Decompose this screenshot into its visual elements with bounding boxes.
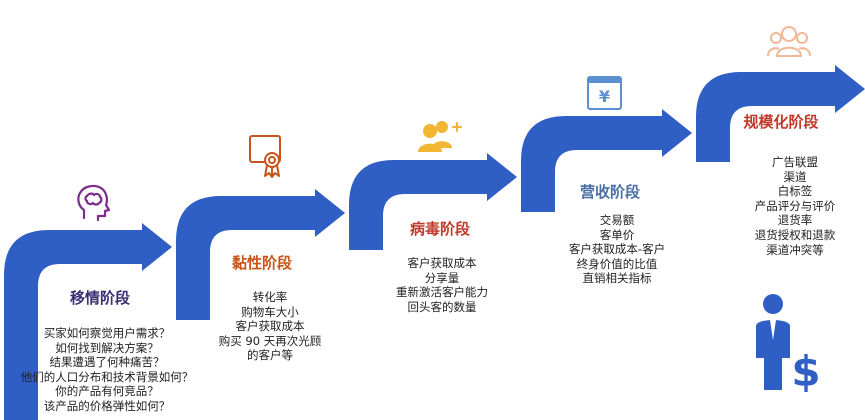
stage-item: 终身价值的比值 — [576, 256, 658, 271]
businessman-icon: $ — [756, 294, 821, 396]
stage-item: 渠道 — [783, 169, 807, 184]
stage-item: 退货率 — [777, 213, 813, 228]
stage-item: 购物车大小 — [241, 304, 299, 319]
stage-item: 购买 90 天再次光顾 — [218, 333, 322, 348]
stage-item: 客户获取成本 — [235, 319, 305, 334]
certificate-icon — [249, 135, 281, 178]
stage-item: 客户获取成本-客户 — [568, 242, 666, 257]
stage-items-2: 转化率购物车大小客户获取成本购买 90 天再次光顾的客户等 — [219, 290, 321, 363]
stage-item: 结果遭遇了何种痛苦？ — [49, 355, 165, 370]
stage-title-5: 规模化阶段 — [743, 113, 819, 131]
stage-item: 回头客的数量 — [407, 299, 477, 314]
stage-items-5: 广告联盟渠道白标签产品评分与评价退货率退货授权和退款渠道冲突等 — [755, 155, 836, 257]
stage-item: 直销相关指标 — [582, 271, 652, 286]
stage-arrow-5 — [696, 65, 865, 162]
stage-item: 客单价 — [599, 227, 635, 242]
stage-arrow-1 — [4, 223, 172, 420]
stage-item: 如何找到解决方案？ — [55, 340, 159, 355]
stage-item: 转化率 — [252, 290, 288, 304]
stage-item: 产品评分与评价 — [754, 198, 836, 213]
yuan-card-icon: ¥ — [587, 76, 622, 110]
stage-title-2: 黏性阶段 — [231, 254, 293, 272]
stage-title-4: 营收阶段 — [579, 183, 641, 201]
stage-item: 该产品的价格弹性如何？ — [43, 398, 171, 413]
stage-item: 交易额 — [599, 213, 635, 227]
stage-arrow-4 — [521, 109, 692, 212]
stage-title-3: 病毒阶段 — [409, 220, 471, 238]
stage-items-4: 交易额客单价客户获取成本-客户终身价值的比值直销相关指标 — [569, 213, 665, 286]
group-icon — [767, 26, 811, 57]
yuan-symbol: ¥ — [599, 87, 610, 106]
stage-item: 渠道冲突等 — [766, 242, 824, 257]
stage-title-1: 移情阶段 — [69, 289, 131, 307]
dollar-symbol: $ — [791, 347, 820, 396]
stage-arrow-2 — [176, 189, 345, 320]
stage-item: 重新激活客户能力 — [396, 285, 488, 300]
stage-item: 你的产品有何竞品？ — [55, 384, 159, 399]
users-add-icon — [418, 121, 462, 152]
stage-item: 白标签 — [777, 184, 813, 199]
stage-item: 广告联盟 — [772, 155, 818, 169]
stage-item: 买家如何察觉用户需求？ — [43, 326, 171, 340]
stage-item: 分享量 — [424, 270, 460, 285]
stage-item: 的客户等 — [246, 348, 293, 363]
stage-arrow-3 — [349, 153, 517, 250]
stage-items-1: 买家如何察觉用户需求？如何找到解决方案？结果遭遇了何种痛苦？他们的人口分布和技术… — [21, 326, 194, 414]
stage-items-3: 客户获取成本分享量重新激活客户能力回头客的数量 — [396, 256, 488, 314]
stage-item: 退货授权和退款 — [754, 227, 836, 242]
brain-head-icon — [77, 184, 111, 222]
stage-item: 客户获取成本 — [407, 256, 477, 270]
stage-item: 他们的人口分布和技术背景如何？ — [20, 369, 194, 384]
